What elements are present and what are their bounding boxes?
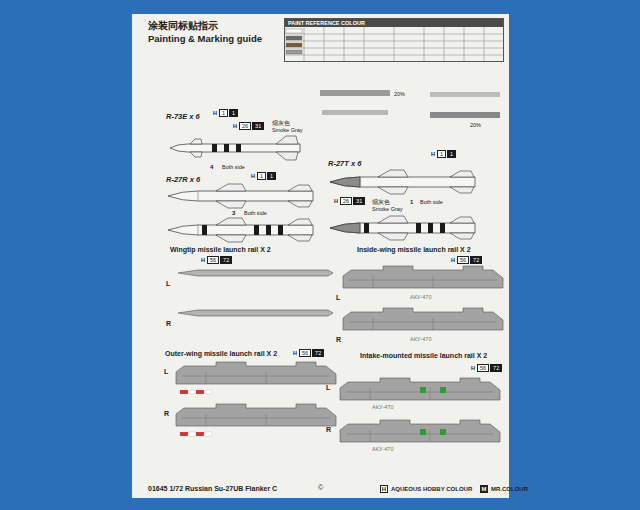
paint-brand: H	[232, 123, 238, 129]
sheet-label: R	[336, 336, 341, 344]
sheet-label: 1	[410, 199, 413, 206]
paint-callout: H11	[250, 172, 277, 180]
sheet-label: 3	[232, 210, 235, 217]
decal-marks	[180, 387, 446, 436]
paint-callout: H5672	[450, 256, 483, 264]
sheet-label: 20%	[470, 122, 481, 128]
kit-caption: 01645 1/72 Russian Su-27UB Flanker C	[148, 485, 277, 493]
sheet-label: R	[164, 410, 169, 418]
sheet-label: Inside-wing missile launch rail X 2	[357, 246, 471, 254]
sheet-label: 4	[210, 164, 213, 171]
sheet-label: Both side	[420, 199, 443, 205]
sheet-label: Smoke Gray	[372, 206, 403, 212]
table-header: PAINT REFERENCE COLOUR	[285, 19, 503, 27]
paint-brand: H	[292, 350, 298, 356]
sheet-label: ©	[318, 484, 323, 492]
paint-callout: H2631	[333, 197, 366, 205]
sheet-label: L	[326, 384, 330, 392]
paint-number: 56	[299, 349, 311, 357]
paint-brand: H	[250, 173, 256, 179]
sheet-label: АКУ-470	[410, 336, 431, 342]
sheet-label: 20%	[394, 91, 405, 97]
paint-number: 1	[257, 172, 266, 180]
sheet-label: L	[336, 294, 340, 302]
sheet-label: Smoke Gray	[272, 127, 303, 133]
sheet-label: Wingtip missile launch rail X 2	[170, 246, 271, 254]
sheet-label: L	[164, 368, 168, 376]
paint-callout: H11	[430, 150, 457, 158]
sheet-label: Outer-wing missile launch rail X 2	[165, 350, 277, 358]
paint-number: 1	[447, 150, 456, 158]
paint-number: 1	[437, 150, 446, 158]
paint-brand: H	[200, 257, 206, 263]
sheet-label: L	[166, 280, 170, 288]
legend-text: AQUEOUS HOBBY COLOUR	[391, 486, 472, 493]
paint-table-grid	[284, 27, 504, 62]
paint-callout: H11	[212, 109, 239, 117]
missile-drawings	[168, 136, 475, 242]
sheet-label: R	[326, 426, 331, 434]
paint-number: 56	[207, 256, 219, 264]
paint-number: 26	[340, 197, 352, 205]
paint-number: 1	[267, 172, 276, 180]
sheet-label: R-27T x 6	[328, 160, 361, 168]
sheet-label: R-73E x 6	[166, 113, 200, 121]
sheet-label: R-27R x 6	[166, 176, 200, 184]
paint-bars	[320, 90, 500, 118]
sheet-label: R	[166, 320, 171, 328]
paint-number: 72	[312, 349, 324, 357]
sheet-label: Both side	[244, 210, 267, 216]
paint-brand: H	[212, 110, 218, 116]
paper-sheet	[132, 14, 509, 498]
paint-number: 1	[229, 109, 238, 117]
paint-number: 72	[470, 256, 482, 264]
paint-number: 31	[252, 122, 264, 130]
sheet-label: 烟灰色	[372, 199, 390, 205]
sheet-label: Both side	[222, 164, 245, 170]
paint-number: 72	[220, 256, 232, 264]
paint-callout: H5672	[470, 364, 503, 372]
sheet-title: 涂装同标贴指示	[148, 20, 218, 31]
paint-number: 72	[490, 364, 502, 372]
paint-brand: H	[430, 151, 436, 157]
paint-callout: H5672	[200, 256, 233, 264]
sheet-label: 烟灰色	[272, 120, 290, 126]
sheet-label: АКУ-470	[410, 294, 431, 300]
paint-brand: H	[333, 198, 339, 204]
paint-number: 56	[477, 364, 489, 372]
paint-number: 56	[457, 256, 469, 264]
legend-text: MR.COLOUR	[491, 486, 528, 493]
paint-callout: H2631	[232, 122, 265, 130]
paint-number: 1	[219, 109, 228, 117]
legend-letter: M	[480, 486, 488, 493]
sheet-label: Intake-mounted missile launch rail X 2	[360, 352, 487, 360]
sheet-label: АКУ-470	[372, 404, 393, 410]
sheet-label: АКУ-470	[372, 446, 393, 452]
paint-brand: H	[450, 257, 456, 263]
paint-table: PAINT REFERENCE COLOUR	[284, 18, 504, 62]
paint-number: 31	[353, 197, 365, 205]
paint-callout: H5672	[292, 349, 325, 357]
paint-number: 26	[239, 122, 251, 130]
legend-letter: H	[380, 486, 388, 493]
sheet-label: Painting & Marking guide	[148, 34, 262, 44]
paint-brand: H	[470, 365, 476, 371]
